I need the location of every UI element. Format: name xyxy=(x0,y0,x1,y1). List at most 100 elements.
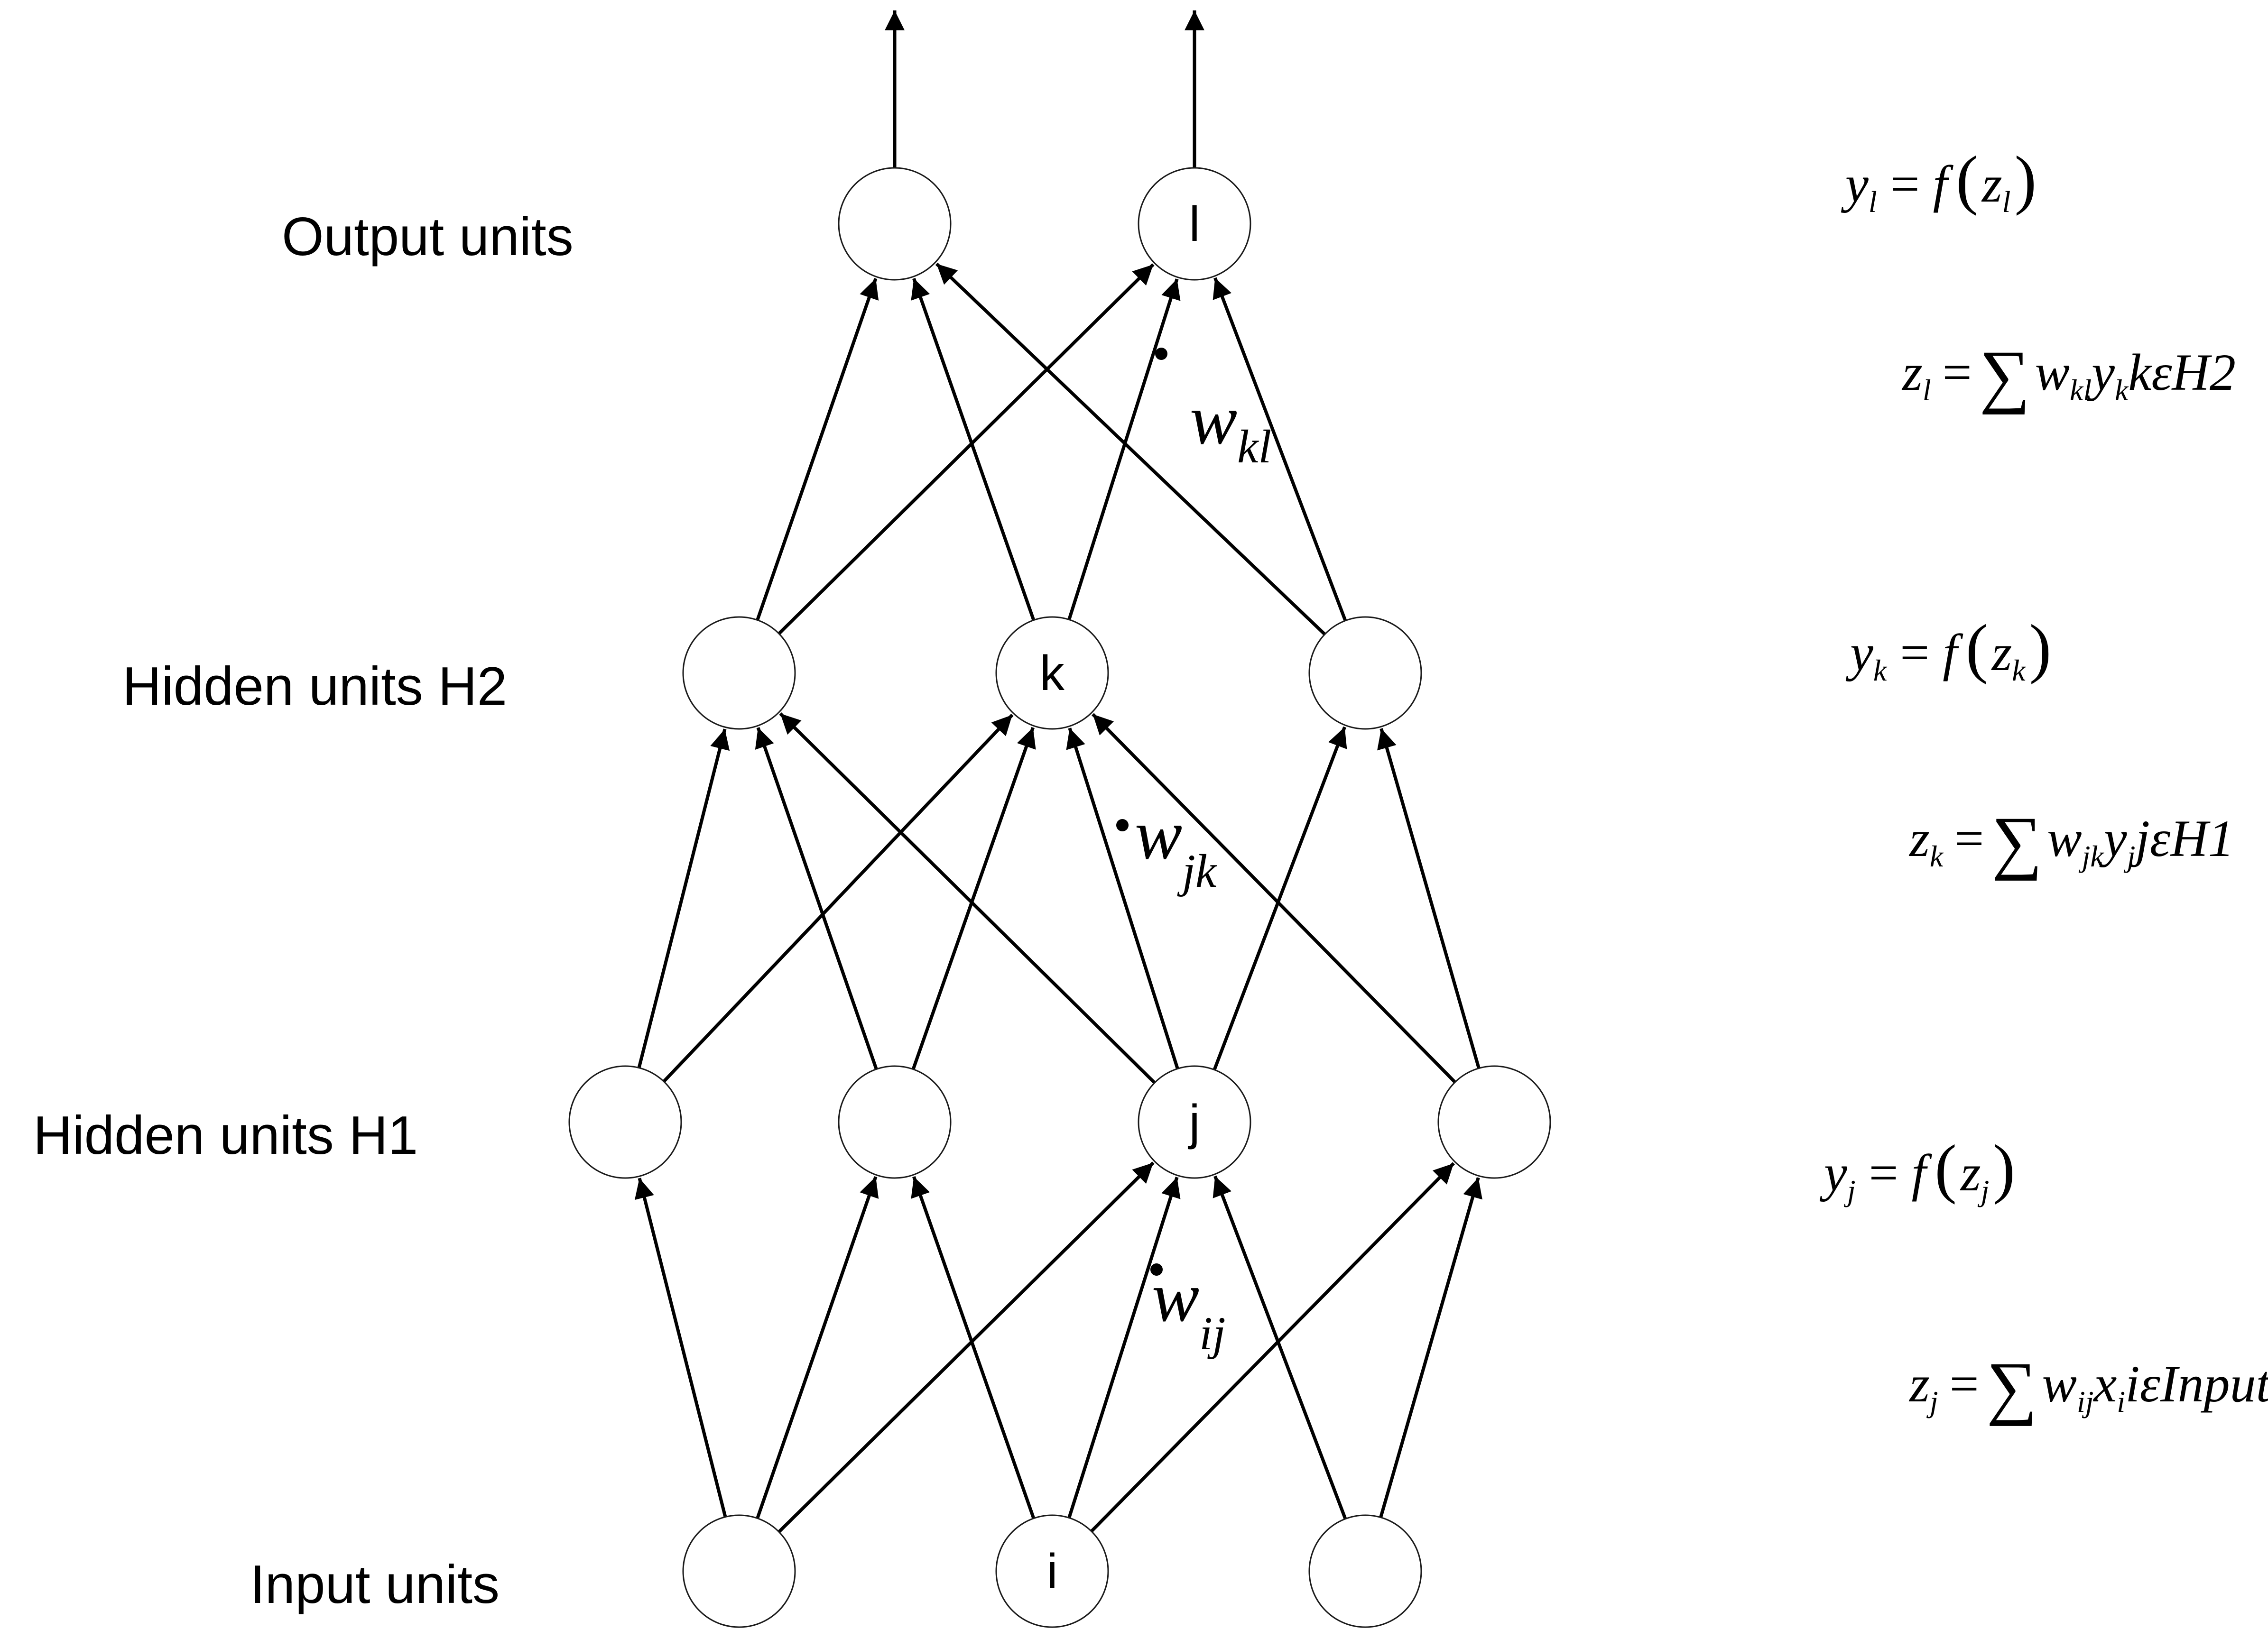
equation-zk: zk=∑wjkyjjεH1 xyxy=(1908,802,2234,881)
eq-zl-v-sub: k xyxy=(2115,373,2129,407)
weight-wjk-sub: jk xyxy=(1177,845,1217,897)
eq-yj-close: ) xyxy=(1993,1132,2015,1205)
edge-input_1-to-h1_2 xyxy=(756,1176,879,1519)
edge-h2_3-to-output_1 xyxy=(935,262,1326,636)
edges-group xyxy=(634,10,1482,1533)
node-output-2 xyxy=(1138,167,1251,281)
edge-h2_1-to-output_1 xyxy=(756,278,879,621)
eq-zk-domain: jεH1 xyxy=(2129,810,2234,867)
edge-input_3-to-h1_4 xyxy=(1379,1177,1482,1518)
weight-dot-wkl xyxy=(1155,348,1167,360)
weight-label-wij: wij xyxy=(1152,1258,1226,1360)
edge-h2_3-to-output_2 xyxy=(1213,277,1347,621)
node-h1-4 xyxy=(1437,1065,1551,1179)
equation-zl: zl=∑wklykkεH2 xyxy=(1901,336,2236,415)
weight-dot-wjk xyxy=(1116,819,1129,831)
node-h1-1 xyxy=(568,1065,682,1179)
edge-input_3-to-h1_3 xyxy=(1213,1175,1347,1519)
eq-yk-arg: z xyxy=(1990,624,2012,681)
node-input-2 xyxy=(995,1514,1109,1628)
edge-h1_3-to-h2_3 xyxy=(1213,726,1347,1070)
eq-zj-v: x xyxy=(2093,1355,2117,1413)
eq-yj-lhs: y xyxy=(1819,1144,1847,1202)
eq-yl-lhs: y xyxy=(1841,155,1869,213)
eq-zk-lhs-sub: k xyxy=(1930,839,1944,873)
eq-yl-arg-sub: l xyxy=(2002,185,2011,219)
weight-wkl-sub: kl xyxy=(1237,420,1271,473)
edge-h1_4-to-h2_2 xyxy=(1092,713,1456,1084)
node-input-3 xyxy=(1308,1514,1422,1628)
edge-h2_2-to-output_2 xyxy=(1067,278,1181,620)
eq-zk-v: y xyxy=(2099,810,2127,867)
node-label-h2-2: k xyxy=(1040,646,1065,701)
eq-zj-w: w xyxy=(2042,1355,2077,1413)
layer-label-h1: Hidden units H1 xyxy=(33,1105,418,1166)
eq-zk-equals: = xyxy=(1954,810,1984,867)
eq-yj-fn: f xyxy=(1912,1144,1933,1202)
layer-label-input: Input units xyxy=(250,1555,500,1615)
weight-wjk-base: w xyxy=(1135,795,1182,874)
node-label-h1-3: j xyxy=(1187,1095,1200,1150)
eq-yk-lhs: y xyxy=(1845,624,1873,681)
eq-yk-equals: = xyxy=(1900,624,1929,681)
eq-yl-arg: z xyxy=(1981,155,2002,213)
eq-zj-w-sub: ij xyxy=(2077,1385,2094,1418)
equation-yj: yj=f(zj) xyxy=(1819,1132,2015,1207)
eq-zk-w: w xyxy=(2047,810,2082,867)
eq-yl-close: ) xyxy=(2014,143,2037,216)
weight-wij-sub: ij xyxy=(1199,1307,1226,1360)
node-h2-1 xyxy=(682,616,796,730)
eq-yk-lhs-sub: k xyxy=(1873,654,1888,687)
eq-zl-equals: = xyxy=(1943,343,1972,401)
edge-input_1-to-h1_3 xyxy=(778,1161,1155,1533)
eq-zj-domain: iεInput xyxy=(2125,1355,2268,1413)
eq-zk-sum: ∑ xyxy=(1991,802,2042,881)
edge-h1_3-to-h2_1 xyxy=(779,712,1156,1084)
node-label-output-2: l xyxy=(1189,197,1200,252)
eq-zj-lhs: z xyxy=(1908,1355,1930,1413)
edge-h1_1-to-h2_2 xyxy=(662,714,1014,1083)
eq-zl-v: y xyxy=(2087,343,2115,401)
edge-input_2-to-h1_4 xyxy=(1090,1162,1455,1533)
edge-h2_1-to-output_2 xyxy=(778,263,1155,635)
eq-yk-open: ( xyxy=(1966,611,1988,685)
equation-zj: zj=∑wijxiiεInput xyxy=(1908,1348,2268,1427)
eq-yk-close: ) xyxy=(2029,611,2052,685)
weight-dot-wij xyxy=(1150,1263,1163,1276)
eq-zj-sum: ∑ xyxy=(1987,1348,2037,1427)
eq-zk-w-sub: jk xyxy=(2079,839,2105,873)
edge-input_2-to-h1_3 xyxy=(1067,1177,1181,1519)
eq-zk-lhs: z xyxy=(1908,810,1930,867)
edge-input_1-to-h1_1 xyxy=(634,1178,727,1518)
equation-yk: yk=f(zk) xyxy=(1845,611,2051,687)
eq-yl-open: ( xyxy=(1956,143,1978,216)
node-h1-2 xyxy=(838,1065,952,1179)
eq-zl-lhs-sub: l xyxy=(1923,373,1931,407)
layer-label-output: Output units xyxy=(282,207,574,267)
layer-label-h2: Hidden units H2 xyxy=(122,656,507,717)
node-h2-3 xyxy=(1308,616,1422,730)
eq-yk-arg-sub: k xyxy=(2012,654,2026,687)
node-input-1 xyxy=(682,1514,796,1628)
eq-zl-w: w xyxy=(2035,343,2070,401)
eq-zl-sum: ∑ xyxy=(1980,336,2030,415)
eq-yl-lhs-sub: l xyxy=(1869,185,1877,219)
eq-yl-fn: f xyxy=(1933,155,1954,213)
weight-label-wjk: wjk xyxy=(1135,795,1217,897)
weight-wkl-base: w xyxy=(1190,380,1237,459)
eq-zl-lhs: z xyxy=(1901,343,1923,401)
edge-h1_3-to-h2_2 xyxy=(1066,727,1179,1069)
weight-label-wkl: wkl xyxy=(1190,380,1271,473)
edge-input_2-to-h1_2 xyxy=(911,1176,1036,1519)
eq-yl-equals: = xyxy=(1890,155,1920,213)
eq-yj-open: ( xyxy=(1935,1132,1957,1205)
eq-yj-arg: z xyxy=(1960,1144,1981,1202)
equation-yl: yl=f(zl) xyxy=(1841,143,2037,219)
eq-zl-w-sub: kl xyxy=(2070,373,2092,407)
node-h2-2 xyxy=(995,616,1109,730)
eq-zj-v-sub: i xyxy=(2117,1385,2125,1418)
edge-h1_4-to-h2_3 xyxy=(1377,728,1481,1069)
edge-h2_2-to-output_1 xyxy=(911,277,1036,621)
